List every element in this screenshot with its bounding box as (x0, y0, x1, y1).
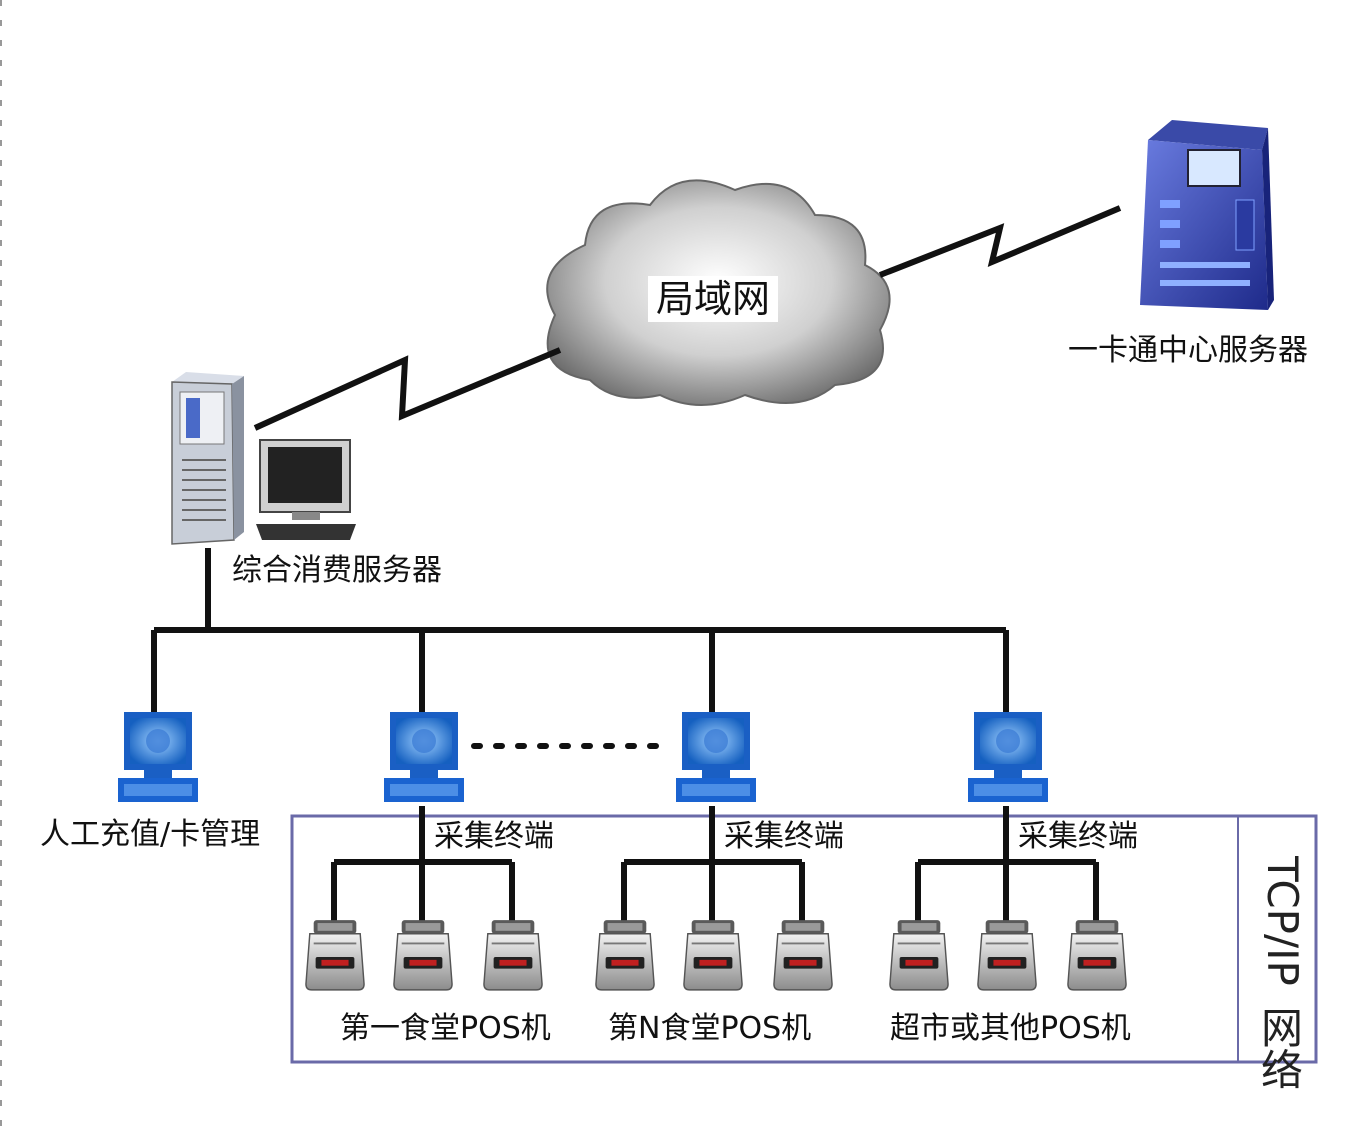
pos-machine-icon (392, 920, 454, 991)
pos-branch-lines (331, 806, 1099, 928)
consumption-server-label: 综合消费服务器 (232, 553, 442, 588)
tcpip-network-box (290, 814, 1318, 1064)
lan-link-right (878, 205, 1122, 278)
pos-group-label-2: 第N食堂POS机 (608, 1011, 812, 1046)
pos-machine-icon (888, 920, 950, 991)
pos-machine-icon (682, 920, 744, 991)
lan-cloud-label: 局域网 (648, 276, 779, 322)
collection-terminal-label-2: 采集终端 (724, 819, 844, 854)
pos-machine-icon (976, 920, 1038, 991)
terminal-collect-1-icon (384, 712, 464, 802)
tcpip-network-label: TCP/IP 网 络 (1254, 834, 1310, 1092)
pos-group-label-3: 超市或其他POS机 (890, 1011, 1131, 1046)
pos-machine-icon (772, 920, 834, 991)
collection-terminal-label-3: 采集终端 (1018, 819, 1138, 854)
tcpip-label-cn-1: 网 (1260, 1004, 1303, 1053)
center-server-icon (1140, 120, 1274, 310)
tcpip-label-latin: TCP/IP (1258, 856, 1307, 986)
terminal-collect-2-icon (676, 712, 756, 802)
lan-link-left (253, 347, 562, 431)
center-server-label: 一卡通中心服务器 (1068, 333, 1308, 368)
tcpip-label-cn-2: 络 (1260, 1046, 1303, 1095)
pos-machine-icon (304, 920, 366, 991)
terminal-collect-3-icon (968, 712, 1048, 802)
pos-machine-icon (594, 920, 656, 991)
pos-machine-icon (1066, 920, 1128, 991)
consumption-server-icon (171, 372, 356, 545)
pos-machine-icon (482, 920, 544, 991)
manual-terminal-label: 人工充值/卡管理 (40, 817, 261, 852)
pos-group-label-1: 第一食堂POS机 (340, 1011, 551, 1046)
bus-lines (151, 548, 1009, 712)
collection-terminal-label-1: 采集终端 (434, 819, 554, 854)
terminal-manual-icon (118, 712, 198, 802)
